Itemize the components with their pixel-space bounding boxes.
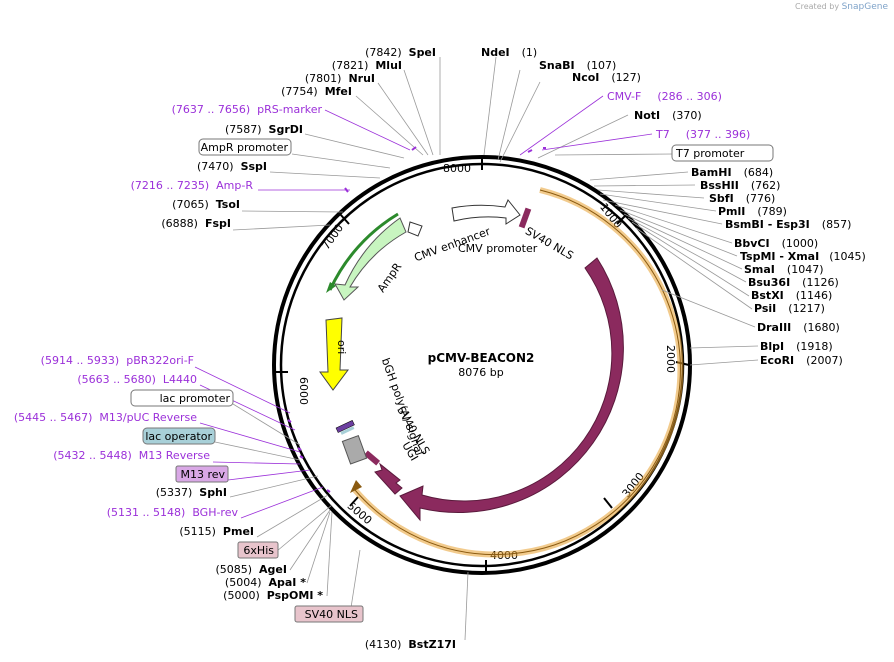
site-label: BssHII(762) [700,179,780,192]
feature-box-label: M13 rev [180,468,225,481]
site-label: SnaBI(107) [539,59,616,72]
site-label: (4130)BstZ17I [365,638,456,651]
site-label: Bsu36I(1126) [748,276,839,289]
feature-box-label: 6xHis [243,544,274,557]
site-label: NcoI(127) [572,71,641,84]
plasmid-size: 8076 bp [458,366,503,379]
feature-box-t7-promoter [671,144,774,162]
site-label: (5000)PspOMI * [223,589,323,602]
lbcpf1-arrow [399,257,624,522]
tick-8000: 8000 [443,162,471,175]
site-label: (6888)FspI [161,217,231,230]
primer-label: (5445 .. 5467)M13/pUC Reverse [14,411,197,424]
ori-label: ori [335,340,348,354]
feature-box-label: AmpR promoter [201,141,289,154]
feature-box-ampr-promoter [198,138,292,156]
site-label: PmlI(789) [718,205,787,218]
site-label: NotI(370) [634,109,702,122]
site-label: (5085)AgeI [215,563,287,576]
site-label: (5115)PmeI [179,525,254,538]
lbcpf1-label: LbCpf1 [601,435,632,475]
site-label: (5004)ApaI * [225,576,306,589]
site-label: (7754)MfeI [281,85,352,98]
ampr-orf-line [328,212,399,291]
site-label: SmaI(1047) [744,263,823,276]
site-label: BsmBI - Esp3I(857) [725,218,851,231]
plasmid-name: pCMV-BEACON2 [428,351,535,365]
primer-label: (5432 .. 5448)M13 Reverse [53,449,210,462]
site-label: BstXI(1146) [751,289,832,302]
credit-prefix: Created by [795,2,840,11]
site-label: BlpI(1918) [760,340,833,353]
site-label: SbfI(776) [709,192,775,205]
site-label: (7587)SgrDI [225,123,303,136]
lac-features [335,420,355,435]
ampr-arrow [334,217,407,301]
site-label: DraIII(1680) [757,321,840,334]
site-label: (5337)SphI [156,486,227,499]
ampr-orf-arrowhead [326,282,336,293]
ampr-label: AmpR [375,260,405,295]
site-label: PsiI(1217) [754,302,825,315]
feature-box-label: lac promoter [160,392,231,405]
ori-arrow [319,317,349,391]
primer-label: (7637 .. 7656)pRS-marker [172,103,323,116]
leader-lines [194,56,759,641]
ampr-promoter-feature [407,221,423,237]
site-label: BbvCI(1000) [734,237,818,250]
cmv-promoter-label: CMV promoter [458,242,538,255]
feature-box-label: T7 promoter [675,147,745,160]
snapgene-credit: Created by SnapGene [795,2,888,12]
left-site-labels: (7842)SpeI (7821)MluI (7801)NruI (7754)M… [14,46,456,651]
tick-7000: 7000 [319,222,346,252]
sv40-nls-top-feature [518,207,532,229]
site-label: (7470)SspI [197,160,267,173]
tick-6000: 6000 [297,377,310,405]
site-label: EcoRI(2007) [760,354,843,367]
site-label: NdeI(1) [481,46,537,59]
ugi-arrow [374,462,403,495]
bgh-polya-feature [341,435,368,465]
primer-marks [287,146,546,493]
feature-box-label: lac operator [145,430,212,443]
cmv-enhancer-arrow [451,199,521,225]
feature-box-sv40-nls [294,605,364,623]
site-label: (7821)MluI [332,59,402,72]
feature-box-lac-promoter [130,389,234,407]
feature-box-m13-rev [175,465,229,483]
site-label: (7801)NruI [305,72,375,85]
site-label: TspMI - XmaI(1045) [740,250,866,263]
sv40-nls-bottom-feature [363,450,381,466]
right-site-labels: NdeI(1) SnaBI(107) NcoI(127) CMV-F(286 .… [481,46,866,367]
feature-box-label: SV40 NLS [305,608,358,621]
tick-2000: 2000 [664,345,677,373]
primer-label: CMV-F(286 .. 306) [607,90,722,103]
snapgene-logo: SnapGene [841,2,888,12]
primer-label: T7(377 .. 396) [655,128,750,141]
primer-label: (5914 .. 5933)pBR322ori-F [41,354,194,367]
feature-box-6xhis [237,541,279,559]
site-label: (7842)SpeI [365,46,436,59]
primer-label: (5131 .. 5148)BGH-rev [107,506,239,519]
site-label: BamHI(684) [691,166,773,179]
primer-label: (5663 .. 5680)L4440 [77,373,197,386]
primer-label: (7216 .. 7235)Amp-R [131,179,254,192]
orf-line [354,189,681,556]
feature-box-lac-operator [142,427,216,445]
orf-arrowhead [350,480,362,493]
site-label: (7065)TsoI [172,198,240,211]
